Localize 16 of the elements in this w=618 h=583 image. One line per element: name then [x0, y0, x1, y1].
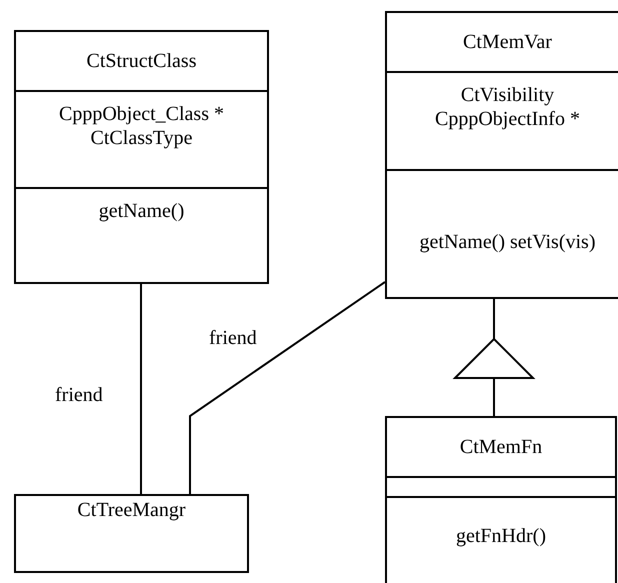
class-box [385, 11, 618, 299]
class-name: CtTreeMangr [77, 498, 186, 522]
association-line [189, 281, 386, 494]
class-box [385, 416, 617, 583]
method-list: getFnHdr() [456, 524, 546, 548]
attribute-list: CpppObject_Class * CtClassType [32, 102, 252, 150]
attribute-list: CtVisibility CpppObjectInfo * [398, 83, 618, 131]
class-box [14, 30, 269, 284]
association-line [140, 284, 142, 494]
class-name: CtStructClass [86, 49, 196, 73]
class-name: CtMemFn [460, 435, 542, 459]
method-list: getName() setVis(vis) [420, 230, 596, 254]
inheritance-arrow [454, 299, 534, 416]
method-list: getName() [98, 199, 184, 223]
class-name: CtMemVar [463, 30, 552, 54]
class-box [14, 494, 249, 573]
